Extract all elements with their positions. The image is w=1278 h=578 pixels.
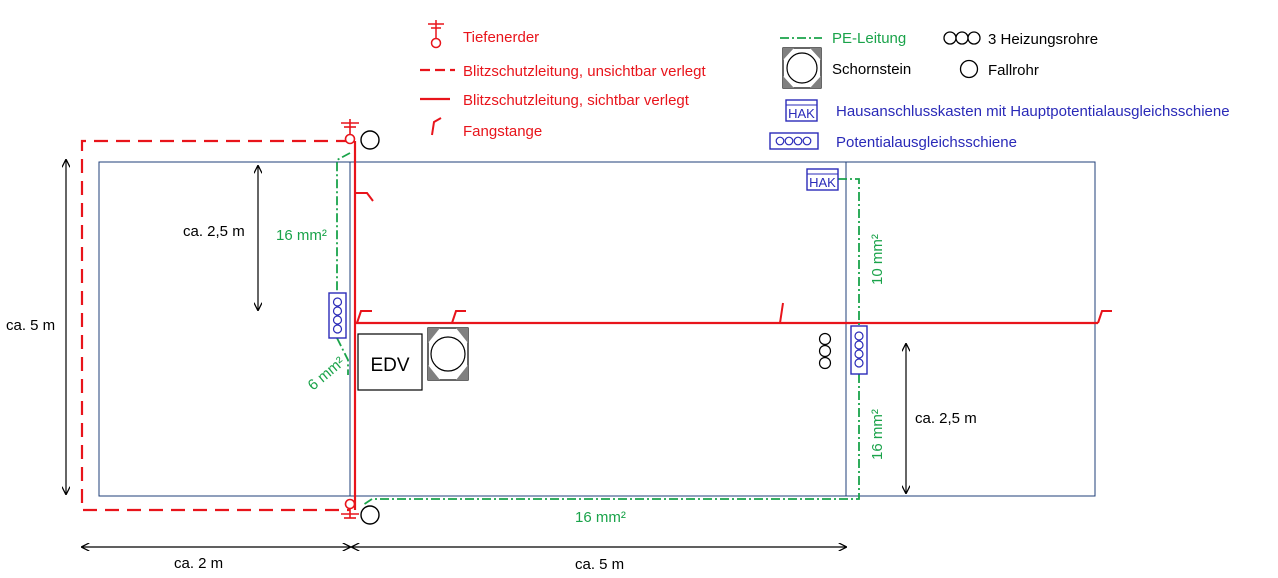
legend-fangstange: Fangstange	[463, 123, 542, 140]
legend-heating-pipes-icon	[943, 31, 981, 45]
edv-label: EDV	[370, 355, 409, 376]
pe-line-right-lower	[362, 374, 860, 506]
legend-heizungsrohre: 3 Heizungsrohre	[988, 31, 1098, 48]
pe-line-left-vertical	[336, 152, 351, 296]
air-rod-4	[1097, 310, 1112, 324]
air-termination-rods	[355, 192, 1112, 324]
downpipe-bottom	[360, 505, 380, 525]
pe-label-16-left: 16 mm²	[276, 227, 327, 244]
legend-sichtbar: Blitzschutzleitung, sichtbar verlegt	[463, 92, 690, 109]
visible-lightning-conductor	[353, 141, 1098, 510]
legend-chimney-icon	[782, 47, 822, 89]
earth-electrode-bottom	[341, 498, 359, 519]
legend-unsichtbar: Blitzschutzleitung, unsichtbar verlegt	[463, 63, 706, 80]
pas-right	[850, 325, 868, 375]
concealed-lightning-conductor	[80, 139, 350, 512]
chimney	[427, 327, 469, 381]
air-rod-1	[356, 310, 372, 324]
earth-electrode-top	[341, 119, 359, 145]
hak-box-label: HAK	[809, 175, 836, 190]
legend-pas-icon	[769, 132, 819, 150]
legend-pas: Potentialausgleichsschiene	[836, 134, 1017, 151]
dimension-arrows	[66, 160, 906, 547]
building-outline	[98, 161, 1096, 497]
dim-width-left: ca. 2 m	[174, 555, 223, 572]
air-rod-top	[355, 192, 374, 202]
pe-label-6: 6 mm²	[305, 354, 348, 394]
downpipe-top	[360, 130, 380, 150]
legend-hak: Hausanschlusskasten mit Hauptpotentialau…	[836, 103, 1230, 120]
dim-height-top: ca. 2,5 m	[183, 223, 245, 240]
legend-hak-icon: HAK	[785, 99, 818, 122]
legend-air-rod-icon	[431, 117, 442, 136]
heating-pipes	[818, 332, 832, 370]
legend-fallrohr: Fallrohr	[988, 62, 1039, 79]
air-rod-3	[779, 302, 784, 324]
pe-line-edv	[336, 337, 349, 375]
dim-width-right: ca. 5 m	[575, 556, 624, 573]
legend-tiefenerder: Tiefenerder	[463, 29, 539, 46]
dim-height-total: ca. 5 m	[6, 317, 55, 334]
pas-left	[328, 292, 347, 339]
hak-box: HAK	[806, 168, 839, 191]
pe-label-16-right: 16 mm²	[869, 409, 886, 460]
legend-downpipe-icon	[959, 59, 979, 79]
edv-box: EDV	[357, 333, 423, 391]
legend-pe-leitung: PE-Leitung	[832, 30, 906, 47]
legend-hak-icon-label: HAK	[788, 106, 815, 121]
pe-label-10: 10 mm²	[869, 234, 886, 285]
pe-lines	[336, 152, 860, 506]
legend-schornstein: Schornstein	[832, 61, 911, 78]
pe-label-16-bottom: 16 mm²	[575, 509, 626, 526]
legend-earth-electrode-icon	[428, 20, 444, 49]
pe-line-hak	[838, 178, 860, 326]
dim-height-right: ca. 2,5 m	[915, 410, 977, 427]
air-rod-2	[451, 310, 466, 324]
